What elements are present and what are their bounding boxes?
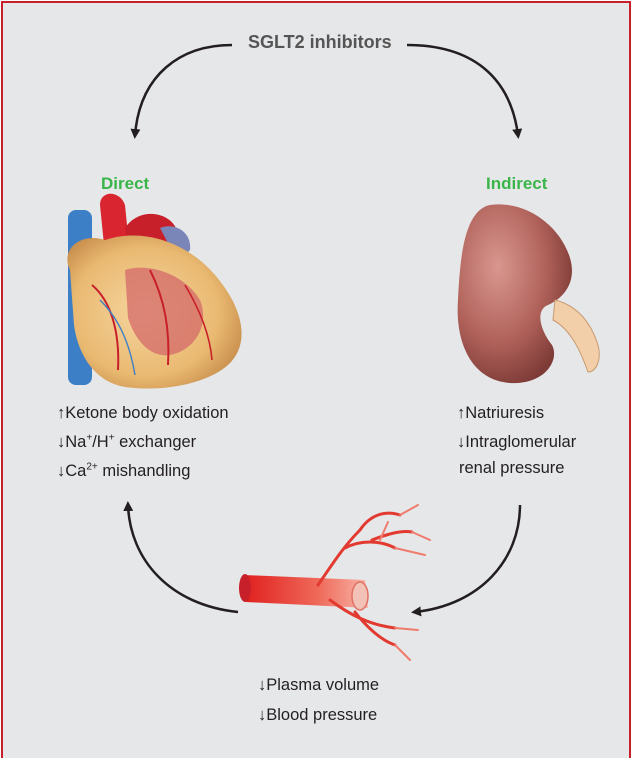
drug-class-label: SGLT2 inhibitors bbox=[248, 32, 392, 53]
effect-ca-mishandling: ↓Ca2+ mishandling bbox=[57, 461, 190, 481]
heart-illustration bbox=[67, 194, 241, 389]
down-arrow-icon: ↓ bbox=[258, 676, 266, 694]
up-arrow-icon: ↑ bbox=[457, 404, 465, 422]
kidney-illustration bbox=[458, 204, 600, 383]
effect-intraglomerular-pressure: ↓Intraglomerular bbox=[457, 432, 576, 452]
effect-blood-pressure: ↓Blood pressure bbox=[258, 705, 377, 725]
effect-na-h-exchanger: ↓Na+/H+ exchanger bbox=[57, 432, 196, 452]
arrow-indirect-to-vessel bbox=[415, 505, 520, 612]
down-arrow-icon: ↓ bbox=[457, 433, 465, 451]
arrow-to-indirect bbox=[407, 45, 518, 135]
arrow-to-direct bbox=[135, 45, 232, 135]
effect-plasma-volume: ↓Plasma volume bbox=[258, 675, 379, 695]
direct-heading: Direct bbox=[101, 174, 149, 194]
down-arrow-icon: ↓ bbox=[258, 706, 266, 724]
indirect-heading: Indirect bbox=[486, 174, 547, 194]
down-arrow-icon: ↓ bbox=[57, 462, 65, 480]
arrow-vessel-to-direct bbox=[128, 505, 238, 612]
effect-natriuresis: ↑Natriuresis bbox=[457, 403, 544, 423]
up-arrow-icon: ↑ bbox=[57, 404, 65, 422]
effect-intraglomerular-pressure-line2: renal pressure bbox=[459, 458, 564, 478]
effect-ketone: ↑Ketone body oxidation bbox=[57, 403, 229, 423]
blood-vessel-illustration bbox=[239, 505, 430, 660]
down-arrow-icon: ↓ bbox=[57, 433, 65, 451]
